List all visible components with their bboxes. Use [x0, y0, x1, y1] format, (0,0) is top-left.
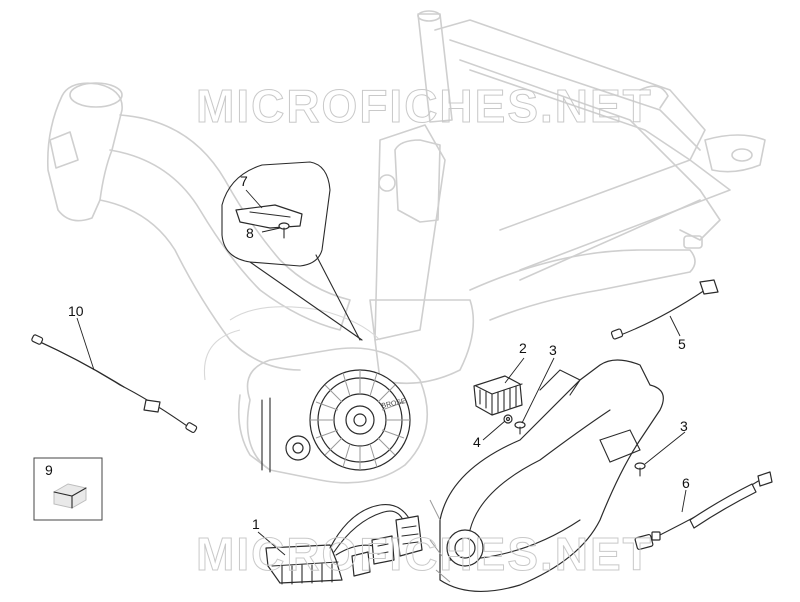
bike-frame-outline: [46, 10, 766, 385]
callout-1: 1: [252, 516, 260, 532]
callout-5: 5: [678, 336, 686, 352]
screw-part-3b: [634, 462, 646, 477]
callout-10: 10: [68, 303, 84, 319]
screw-part-3a: [514, 421, 526, 435]
watermark-bottom: MICROFICHES.NET: [196, 528, 653, 580]
bracket-part-7: [235, 204, 303, 229]
part-9-box: [33, 457, 103, 521]
callout-7: 7: [240, 173, 248, 189]
callout-9: 9: [45, 462, 53, 478]
speed-sensor-cable: [31, 334, 198, 433]
cable-part-6: [634, 471, 773, 551]
inset-detail-box: [221, 161, 363, 341]
sensor-lead-part-5: [610, 279, 719, 340]
watermark-top: MICROFICHES.NET: [196, 80, 653, 132]
callout-3b: 3: [680, 418, 688, 434]
callout-labels: 1 2 3 3 4 5 6 7 8 9 10: [45, 173, 690, 532]
callout-2: 2: [519, 340, 527, 356]
washer-part-4: [503, 414, 513, 424]
callout-8: 8: [246, 225, 254, 241]
callout-6: 6: [682, 475, 690, 491]
connector-block-part-2: [473, 375, 523, 416]
leader-lines: [76, 189, 687, 556]
motor-cooling-fins: [310, 370, 410, 470]
callout-3a: 3: [549, 342, 557, 358]
callout-4: 4: [473, 434, 481, 450]
watermark-layer: MICROFICHES.NET MICROFICHES.NET: [196, 80, 653, 581]
motor-unit: BROSE: [237, 347, 428, 484]
screw-part-8: [278, 222, 290, 239]
chain-guard-cover: [429, 359, 664, 592]
